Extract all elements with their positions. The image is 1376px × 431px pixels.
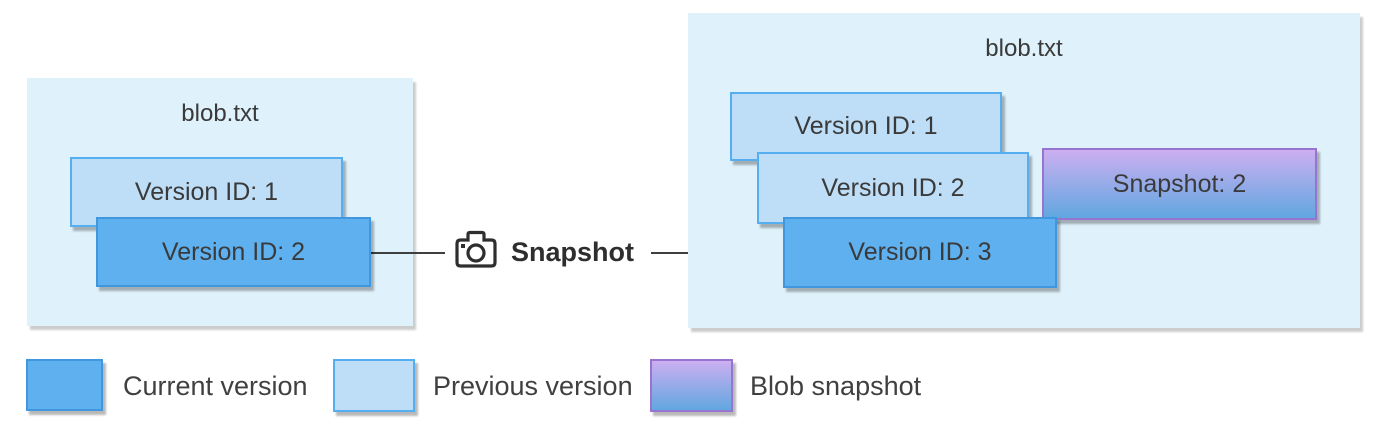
version-box-after-1: Version ID: 1 (730, 92, 1002, 161)
legend-swatch-blob-snapshot (650, 359, 733, 412)
version-box-label: Version ID: 1 (134, 177, 279, 206)
version-box-label: Version ID: 2 (821, 173, 965, 202)
camera-icon (453, 229, 499, 276)
blob-title-after: blob.txt (985, 35, 1063, 62)
legend-label-blob-snapshot: Blob snapshot (750, 371, 922, 401)
snapshot-action: Snapshot (453, 229, 634, 275)
snapshot-action-label: Snapshot (511, 236, 635, 267)
blob-title-before: blob.txt (181, 100, 259, 127)
legend-swatch-current-version (26, 359, 103, 411)
version-box-after-3: Version ID: 3 (783, 217, 1057, 288)
version-box-before-2: Version ID: 2 (96, 217, 371, 287)
version-box-label: Version ID: 3 (848, 238, 992, 266)
legend-label-previous-version: Previous version (433, 371, 633, 401)
legend-swatch-previous-version (333, 359, 415, 412)
version-box-label: Version ID: 2 (161, 237, 306, 266)
connector-line-left (371, 252, 445, 254)
version-box-after-2: Version ID: 2 (757, 152, 1029, 224)
snapshot-box: Snapshot: 2 (1042, 148, 1317, 220)
snapshot-box-label: Snapshot: 2 (1112, 169, 1247, 198)
legend-label-current-version: Current version (123, 371, 308, 401)
version-box-label: Version ID: 1 (794, 112, 938, 140)
